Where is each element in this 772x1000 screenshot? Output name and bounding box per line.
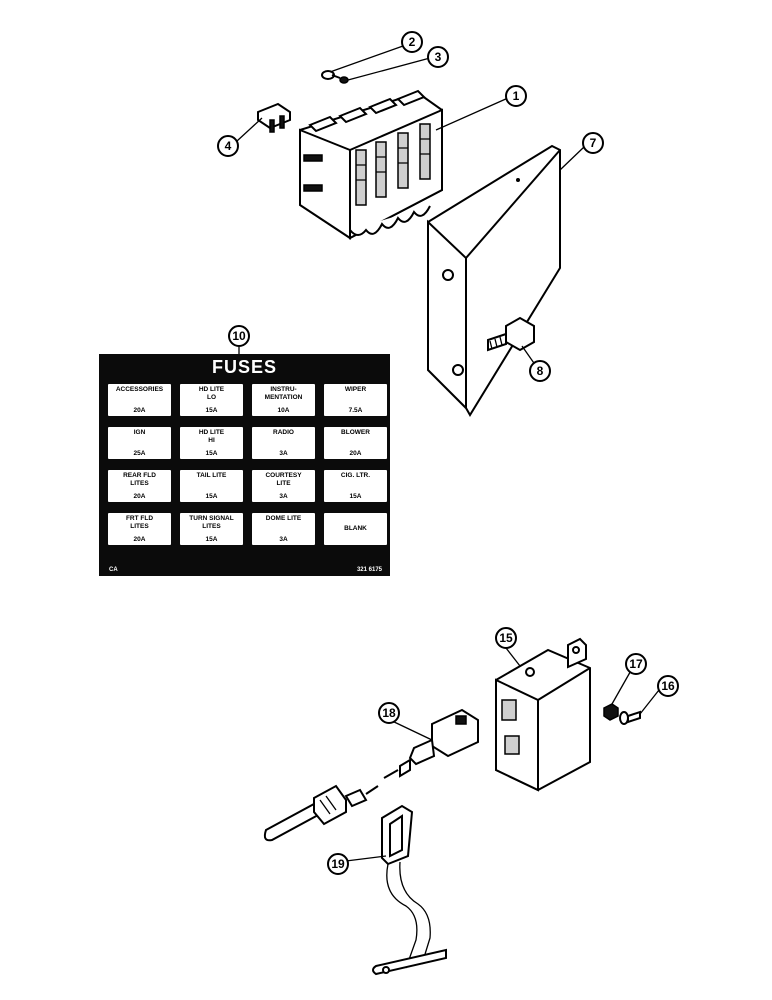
callout-8: 8: [529, 360, 551, 382]
fuse-cell: HD LITE LO 15A: [180, 384, 243, 416]
nut-and-screw: [603, 703, 641, 725]
callout-15-label: 15: [499, 631, 513, 645]
fuse-cell-amperage: 10A: [277, 407, 290, 414]
fuse-cell-amperage: 20A: [133, 493, 146, 500]
fuse-cell: INSTRU- MENTATION 10A: [252, 384, 315, 416]
callout-1: 1: [505, 85, 527, 107]
fuse-cell: CIG. LTR. 15A: [324, 470, 387, 502]
fuse-cell-label: HD LITE LO: [198, 386, 225, 401]
fuse-cell-amperage: 15A: [205, 536, 218, 543]
fuse-cell: BLANK: [324, 513, 387, 545]
fuse-cell-amperage: 3A: [279, 450, 288, 457]
fuse-cell-amperage: 25A: [133, 450, 146, 457]
fuse-cell: COURTESY LITE 3A: [252, 470, 315, 502]
callout-3: 3: [427, 46, 449, 68]
fuse-cell-amperage: 7.5A: [348, 407, 363, 414]
callout-4: 4: [217, 135, 239, 157]
callout-3-label: 3: [435, 50, 442, 64]
screw-and-washer: [321, 70, 349, 84]
fuse-decal-title: FUSES: [211, 357, 277, 377]
callout-19: 19: [327, 853, 349, 875]
fuse-cell-label: COURTESY LITE: [265, 472, 302, 487]
callout-1-label: 1: [513, 89, 520, 103]
fuse-cell: HD LITE HI 15A: [180, 427, 243, 459]
callout-18-label: 18: [382, 706, 396, 720]
fuse-cell-label: BLANK: [344, 525, 367, 532]
fuse-cell: TAIL LITE 15A: [180, 470, 243, 502]
fuse-cell: RADIO 3A: [252, 427, 315, 459]
fuse-cell-label: RADIO: [273, 429, 294, 436]
fuse-cell: FRT FLD LITES 20A: [108, 513, 171, 545]
fuse-cell-amperage: 15A: [205, 407, 218, 414]
fuse-cell-label: ACCESSORIES: [115, 386, 164, 393]
fuse-cell: ACCESSORIES 20A: [108, 384, 171, 416]
fuse-cell-label: INSTRU- MENTATION: [264, 386, 303, 401]
fuse-cell-amperage: 3A: [279, 536, 288, 543]
fuse-cell-label: DOME LITE: [265, 515, 302, 522]
callout-18: 18: [378, 702, 400, 724]
fuse-cell-label: IGN: [133, 429, 146, 436]
callout-15: 15: [495, 627, 517, 649]
callout-16-label: 16: [661, 679, 675, 693]
fuse-block: [299, 89, 443, 240]
fuse-cell-label: BLOWER: [341, 429, 370, 436]
callout-16: 16: [657, 675, 679, 697]
bolt: [487, 316, 535, 352]
fuse-cell-label: TURN SIGNAL LITES: [189, 515, 234, 530]
callout-10-label: 10: [232, 329, 246, 343]
fuse-cell: REAR FLD LITES 20A: [108, 470, 171, 502]
callout-17: 17: [625, 653, 647, 675]
fuse-cell-label: WIPER: [344, 386, 367, 393]
fuse-cell-amperage: 15A: [349, 493, 362, 500]
decal-code-left: CA: [109, 567, 118, 573]
callout-19-label: 19: [331, 857, 345, 871]
wire-clip: [372, 804, 447, 976]
mounting-bracket: [427, 144, 561, 417]
fuse-cell-amperage: 20A: [349, 450, 362, 457]
fuse-cell-label: FRT FLD LITES: [125, 515, 154, 530]
sensor-connector: [383, 708, 479, 779]
decal-code-right: 321 6175: [356, 567, 382, 573]
callout-10: 10: [228, 325, 250, 347]
callout-8-label: 8: [537, 364, 544, 378]
callout-4-label: 4: [225, 139, 232, 153]
callout-7-label: 7: [590, 136, 597, 150]
fuse-cell-amperage: 15A: [205, 450, 218, 457]
blade-fuse: [257, 102, 291, 133]
fuse-cell-label: REAR FLD LITES: [123, 472, 156, 487]
callout-7: 7: [582, 132, 604, 154]
fuse-cell-label: TAIL LITE: [196, 472, 227, 479]
fuse-cell: BLOWER 20A: [324, 427, 387, 459]
fuse-cell-amperage: 20A: [133, 407, 146, 414]
fuse-cell: DOME LITE 3A: [252, 513, 315, 545]
fuse-cell-amperage: 3A: [279, 493, 288, 500]
callout-2: 2: [401, 31, 423, 53]
fuse-cell-amperage: 20A: [133, 536, 146, 543]
fuse-cell-label: HD LITE HI: [198, 429, 225, 444]
fuse-decal: FUSES ACCESSORIES 20A HD LITE LO 15A INSTRU-…: [99, 354, 390, 576]
temperature-sender: [263, 784, 379, 842]
callout-2-label: 2: [409, 35, 416, 49]
fuse-cell: TURN SIGNAL LITES 15A: [180, 513, 243, 545]
callout-17-label: 17: [629, 657, 643, 671]
fuse-cell: WIPER 7.5A: [324, 384, 387, 416]
fuse-cell-amperage: 15A: [205, 493, 218, 500]
fuse-cell-label: CIG. LTR.: [340, 472, 371, 479]
fuse-cell: IGN 25A: [108, 427, 171, 459]
electronic-module: [495, 637, 591, 792]
